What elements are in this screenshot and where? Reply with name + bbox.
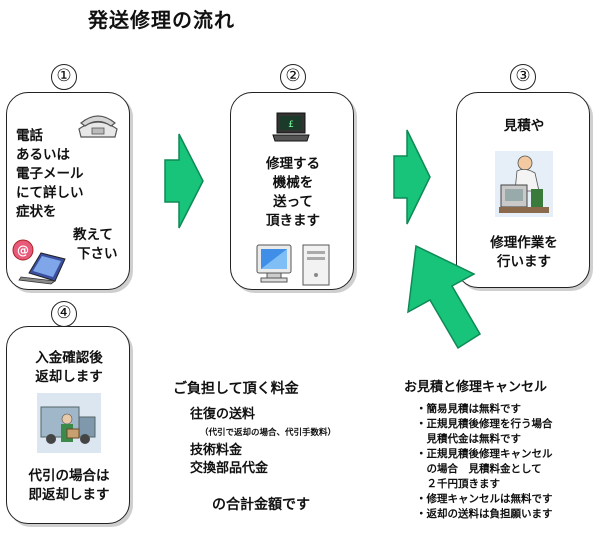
step-1-line: 電話	[16, 128, 43, 144]
step-2-line: 機械を	[272, 175, 314, 191]
step-1-line: 下さい	[77, 246, 118, 262]
arrow-right-1-icon	[164, 133, 204, 229]
svg-text:@: @	[17, 244, 29, 258]
step-1-tail: 教えて 下さい	[73, 226, 118, 264]
step-2-line: 頂きます	[266, 213, 320, 229]
fees-total: の合計金額です	[212, 497, 310, 513]
step-2-box: 修理する 機械を 送って 頂きます £	[230, 92, 354, 290]
step-1-line: にて詳しい	[16, 185, 84, 201]
step-1-line: 電子メール	[16, 166, 84, 182]
step-2-number: ②	[280, 64, 306, 90]
step-1-box: 電話 あるいは 電子メール にて詳しい 症状を 教えて 下さい @	[6, 92, 130, 290]
fee-round-trip-shipping: 往復の送料	[190, 407, 256, 422]
step-4-number: ④	[51, 301, 77, 327]
repair-worker-icon	[495, 151, 553, 217]
step-4-box: 入金確認後 返却します 代引の場合は 即返却します	[6, 326, 130, 524]
telephone-icon	[78, 115, 118, 138]
step-1-line: あるいは	[16, 147, 70, 163]
step-2-text: 修理する 機械を 送って 頂きます	[231, 155, 355, 231]
svg-text:£: £	[288, 120, 293, 130]
step-1-line: 症状を	[16, 204, 57, 220]
step-3-tail: 修理作業を 行います	[457, 234, 591, 272]
step-2-line: 送って	[273, 194, 313, 210]
step-1-text: 電話 あるいは 電子メール にて詳しい 症状を	[16, 127, 84, 222]
cancel-line: ・簡易見積は無料です	[416, 403, 521, 415]
step-3-line: 行います	[497, 254, 551, 270]
step-3-box: 見積や 修理作業を 行います	[456, 92, 590, 288]
fees-title: ご負担して頂く料金	[173, 381, 299, 397]
cancel-line: ・正規見積後修理を行う場合	[416, 418, 553, 430]
step-3-line: 修理作業を	[490, 235, 558, 251]
fee-parts: 交換部品代金	[190, 461, 269, 476]
fee-technical: 技術料金	[190, 443, 243, 458]
cancel-line: の場合 見積料金として	[416, 463, 542, 475]
step-4-text: 入金確認後 返却します	[7, 349, 131, 387]
desktop-computer-icon	[256, 244, 330, 286]
cancel-list: ・簡易見積は無料です ・正規見積後修理を行う場合 見積代金は無料です ・正規見積…	[416, 402, 553, 522]
cancel-line: ・返却の送料は負担願います	[416, 508, 553, 520]
laptop-icon: £	[272, 112, 310, 142]
cancel-line: 見積代金は無料です	[416, 433, 521, 445]
step-1-number: ①	[51, 64, 77, 90]
step-2-line: 修理する	[266, 156, 320, 172]
page-title: 発送修理の流れ	[88, 8, 235, 32]
cancel-line: ・正規見積後修理キャンセル	[416, 448, 553, 460]
step-4-line: 返却します	[35, 369, 103, 385]
step-4-line: 代引の場合は	[28, 468, 110, 484]
delivery-icon	[37, 393, 101, 453]
step-4-line: 即返却します	[28, 487, 110, 503]
cancel-line: ・修理キャンセルは無料です	[416, 493, 553, 505]
step-1-line: 教えて	[73, 227, 113, 243]
step-4-line: 入金確認後	[35, 350, 103, 366]
email-laptop-icon: @	[12, 239, 66, 285]
cancel-line: ２千円頂きます	[416, 478, 500, 490]
step-4-tail: 代引の場合は 即返却します	[7, 467, 131, 505]
arrow-right-2-icon	[393, 129, 431, 225]
arrow-down-left-icon	[407, 244, 482, 350]
step-3-number: ③	[510, 64, 536, 90]
cancel-title: お見積と修理キャンセル	[404, 380, 548, 395]
fee-cod-note: （代引で返却の場合、代引手数料）	[200, 428, 337, 438]
step-3-text: 見積や	[503, 118, 545, 134]
